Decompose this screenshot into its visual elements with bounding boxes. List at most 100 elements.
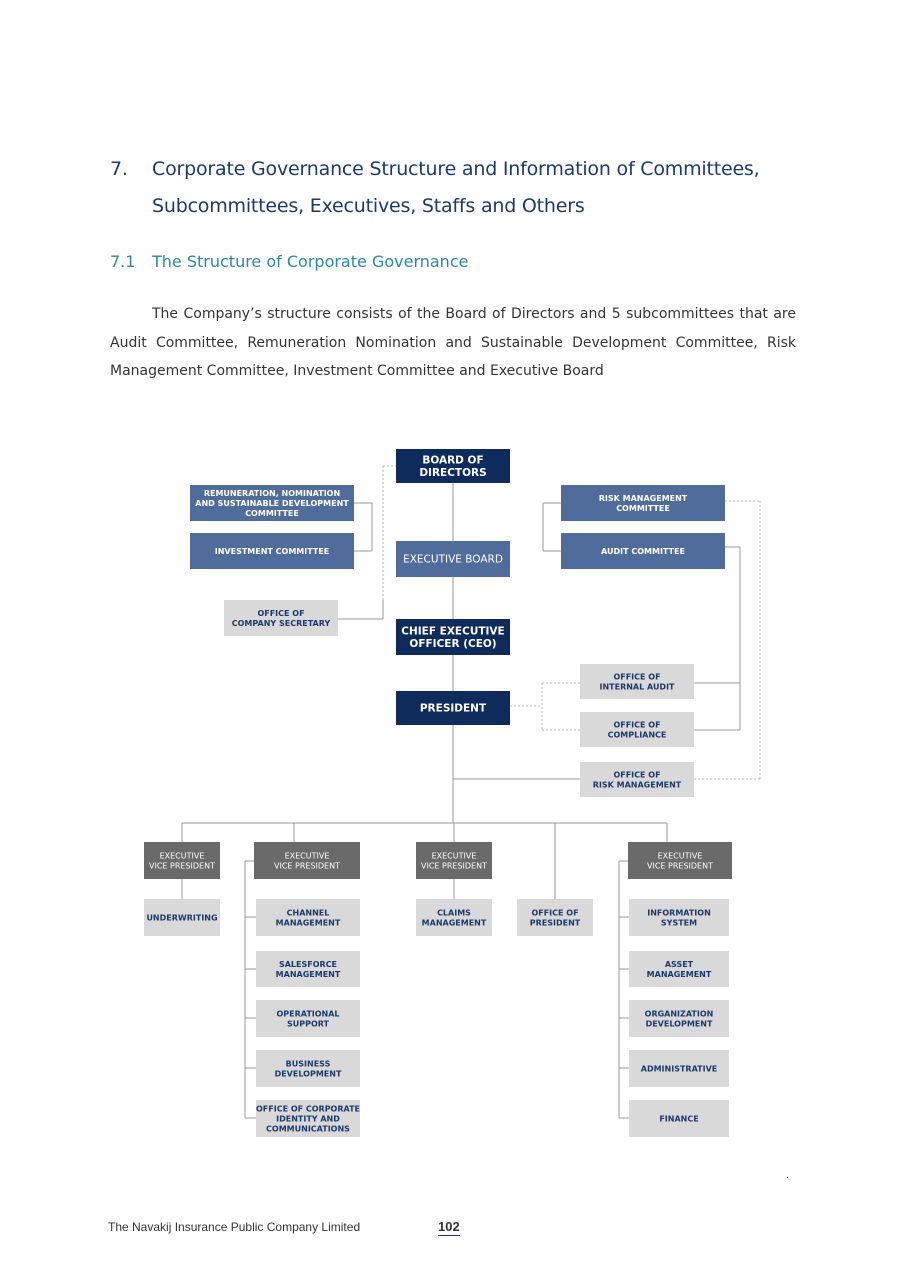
org-box-bg — [517, 899, 593, 936]
org-box-bg — [396, 449, 510, 483]
org-box-label: COMMUNICATIONS — [266, 1124, 350, 1133]
org-box-label: CLAIMS — [437, 908, 471, 917]
org-box-bg — [396, 541, 510, 577]
org-box-label: OFFICE OF — [613, 770, 660, 779]
org-box-label: COMPANY SECRETARY — [232, 619, 331, 628]
org-box-label: BOARD OF — [422, 454, 483, 466]
org-box-label: EXECUTIVE — [658, 851, 703, 860]
org-box-label: COMMITTEE — [616, 504, 670, 513]
org-box-bg — [580, 762, 694, 797]
org-box-bg — [256, 1000, 360, 1037]
section-title-line2: Subcommittees, Executives, Staffs and Ot… — [152, 195, 585, 217]
org-box-bg — [628, 842, 732, 879]
org-box-administrative: ADMINISTRATIVE — [629, 1050, 729, 1087]
org-box-bg — [561, 533, 725, 569]
org-box-label: OFFICE OF — [257, 609, 304, 618]
org-box-label: OFFICE OF CORPORATE — [256, 1104, 360, 1113]
org-box-label: PRESIDENT — [420, 703, 487, 715]
page-number: 102 — [438, 1219, 460, 1236]
org-box-label: DEVELOPMENT — [646, 1019, 713, 1028]
org-box-label: OFFICE OF — [531, 908, 578, 917]
org-box-label: FINANCE — [659, 1114, 698, 1123]
org-box-label: OFFICE OF — [613, 672, 660, 681]
org-box-bg — [629, 1100, 729, 1137]
org-box-label: CHANNEL — [287, 908, 330, 917]
org-box-president: PRESIDENT — [396, 691, 510, 725]
org-box-bg — [580, 664, 694, 699]
org-box-label: UNDERWRITING — [146, 913, 217, 922]
org-box-bg — [256, 899, 360, 936]
org-box-label: AUDIT COMMITTEE — [601, 547, 685, 556]
org-box-bg — [416, 842, 492, 879]
org-box-label: SUPPORT — [287, 1019, 330, 1028]
org-box-label: DEVELOPMENT — [275, 1069, 342, 1078]
org-box-label: OFFICE OF — [613, 720, 660, 729]
org-box-label: RISK MANAGEMENT — [593, 780, 682, 789]
org-box-bg — [396, 619, 510, 655]
org-box-bg — [256, 1100, 360, 1137]
org-box-bg — [629, 899, 729, 936]
org-box-label: DIRECTORS — [419, 467, 486, 479]
org-box-finance: FINANCE — [629, 1100, 729, 1137]
org-box-underwriting: UNDERWRITING — [144, 899, 220, 936]
org-box-label: OPERATIONAL — [276, 1009, 339, 1018]
org-box-bg — [190, 533, 354, 569]
org-box-label: AND SUSTAINABLE DEVELOPMENT — [195, 499, 349, 508]
org-box-label: VICE PRESIDENT — [421, 861, 487, 870]
section-number: 7. — [110, 158, 128, 180]
org-chart-connectors — [181, 465, 761, 1119]
org-box-label: BUSINESS — [286, 1059, 331, 1068]
org-box-label: ADMINISTRATIVE — [641, 1064, 717, 1073]
org-box-investment-committee: INVESTMENT COMMITTEE — [190, 533, 354, 569]
org-box-bg — [629, 1050, 729, 1087]
org-box-bg — [561, 485, 725, 521]
org-box-label: ORGANIZATION — [645, 1009, 714, 1018]
org-box-label: MANAGEMENT — [422, 918, 487, 927]
org-box-label: SYSTEM — [661, 918, 697, 927]
org-box-bg — [256, 1050, 360, 1087]
org-box-label: ASSET — [665, 960, 694, 969]
org-box-bg — [416, 899, 492, 936]
org-box-label: PRESIDENT — [530, 918, 581, 927]
org-box-bg — [224, 600, 338, 636]
org-box-label: MANAGEMENT — [276, 970, 341, 979]
org-box-label: MANAGEMENT — [647, 970, 712, 979]
org-box-audit-committee: AUDIT COMMITTEE — [561, 533, 725, 569]
org-box-bg — [254, 842, 360, 879]
org-box-label: MANAGEMENT — [276, 918, 341, 927]
org-box-bg — [144, 899, 220, 936]
org-box-label: CHIEF EXECUTIVE — [401, 625, 504, 637]
org-box-bg — [629, 951, 729, 987]
org-box-label: INFORMATION — [647, 908, 711, 917]
org-box-label: IDENTITY AND — [276, 1114, 340, 1123]
org-box-executive-board: EXECUTIVE BOARD — [396, 541, 510, 577]
org-box-label: VICE PRESIDENT — [647, 861, 713, 870]
org-box-bg — [144, 842, 220, 879]
org-box-label: OFFICER (CEO) — [409, 638, 496, 650]
subsection-title: The Structure of Corporate Governance — [152, 252, 469, 271]
org-box-label: COMMITTEE — [245, 509, 299, 518]
page-mark: . — [786, 1170, 790, 1181]
org-box-bg — [190, 485, 354, 521]
